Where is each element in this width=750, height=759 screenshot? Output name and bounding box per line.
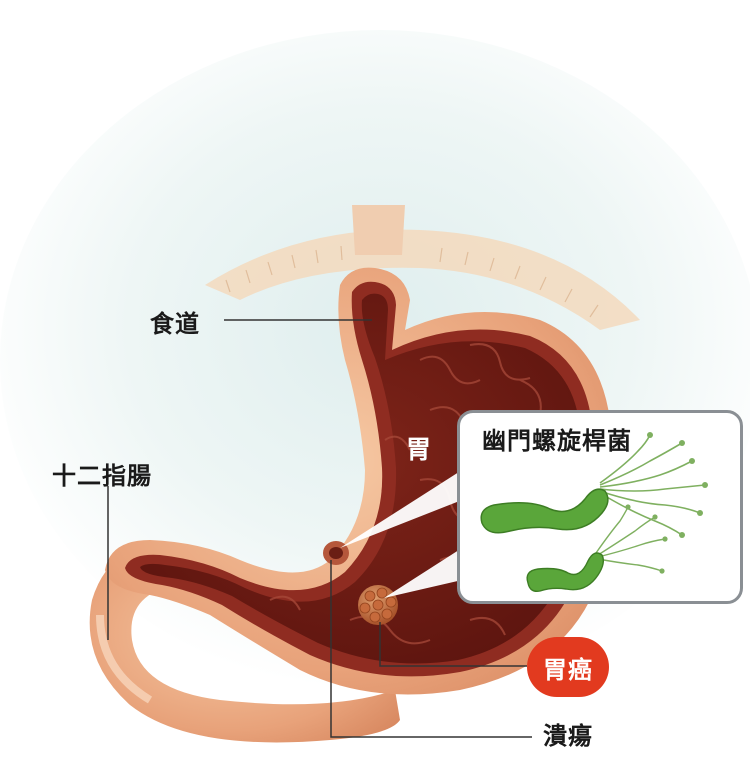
cancer-leader-line	[379, 622, 527, 667]
tumor-callout-wedge	[384, 548, 462, 598]
ulcer-icon	[323, 541, 349, 565]
bacterium-2-flagella-tips	[625, 504, 668, 574]
stomach-label: 胃	[406, 435, 433, 464]
esophagus-upper	[352, 205, 405, 255]
diaphragm	[205, 229, 640, 330]
stomach-cancer-badge: 胃癌	[527, 637, 609, 697]
bacteria-label: 幽門螺旋桿菌	[482, 427, 632, 455]
helicobacter-pylori-icon	[480, 432, 708, 593]
esophagus-label: 食道	[150, 310, 200, 338]
duodenum-shadow	[96, 614, 153, 704]
bacterium-1-flagella	[599, 434, 706, 536]
bacterium-2-flagella	[595, 506, 666, 572]
stomach-cancer-label: 胃癌	[543, 655, 593, 684]
ulcer-leader-line	[330, 560, 532, 738]
tumor-icon	[358, 585, 398, 625]
bacterium-2-body	[526, 552, 605, 593]
bacterium-1-body	[480, 488, 609, 534]
duodenum	[89, 544, 400, 743]
ulcer-callout-wedge	[340, 470, 462, 548]
diaphragm-striations	[225, 245, 599, 318]
bacterium-1-flagella-tips	[647, 432, 708, 538]
ulcer-label: 潰瘍	[543, 722, 593, 750]
duodenum-label: 十二指腸	[52, 462, 152, 490]
bacteria-callout-box: 幽門螺旋桿菌	[457, 410, 743, 604]
